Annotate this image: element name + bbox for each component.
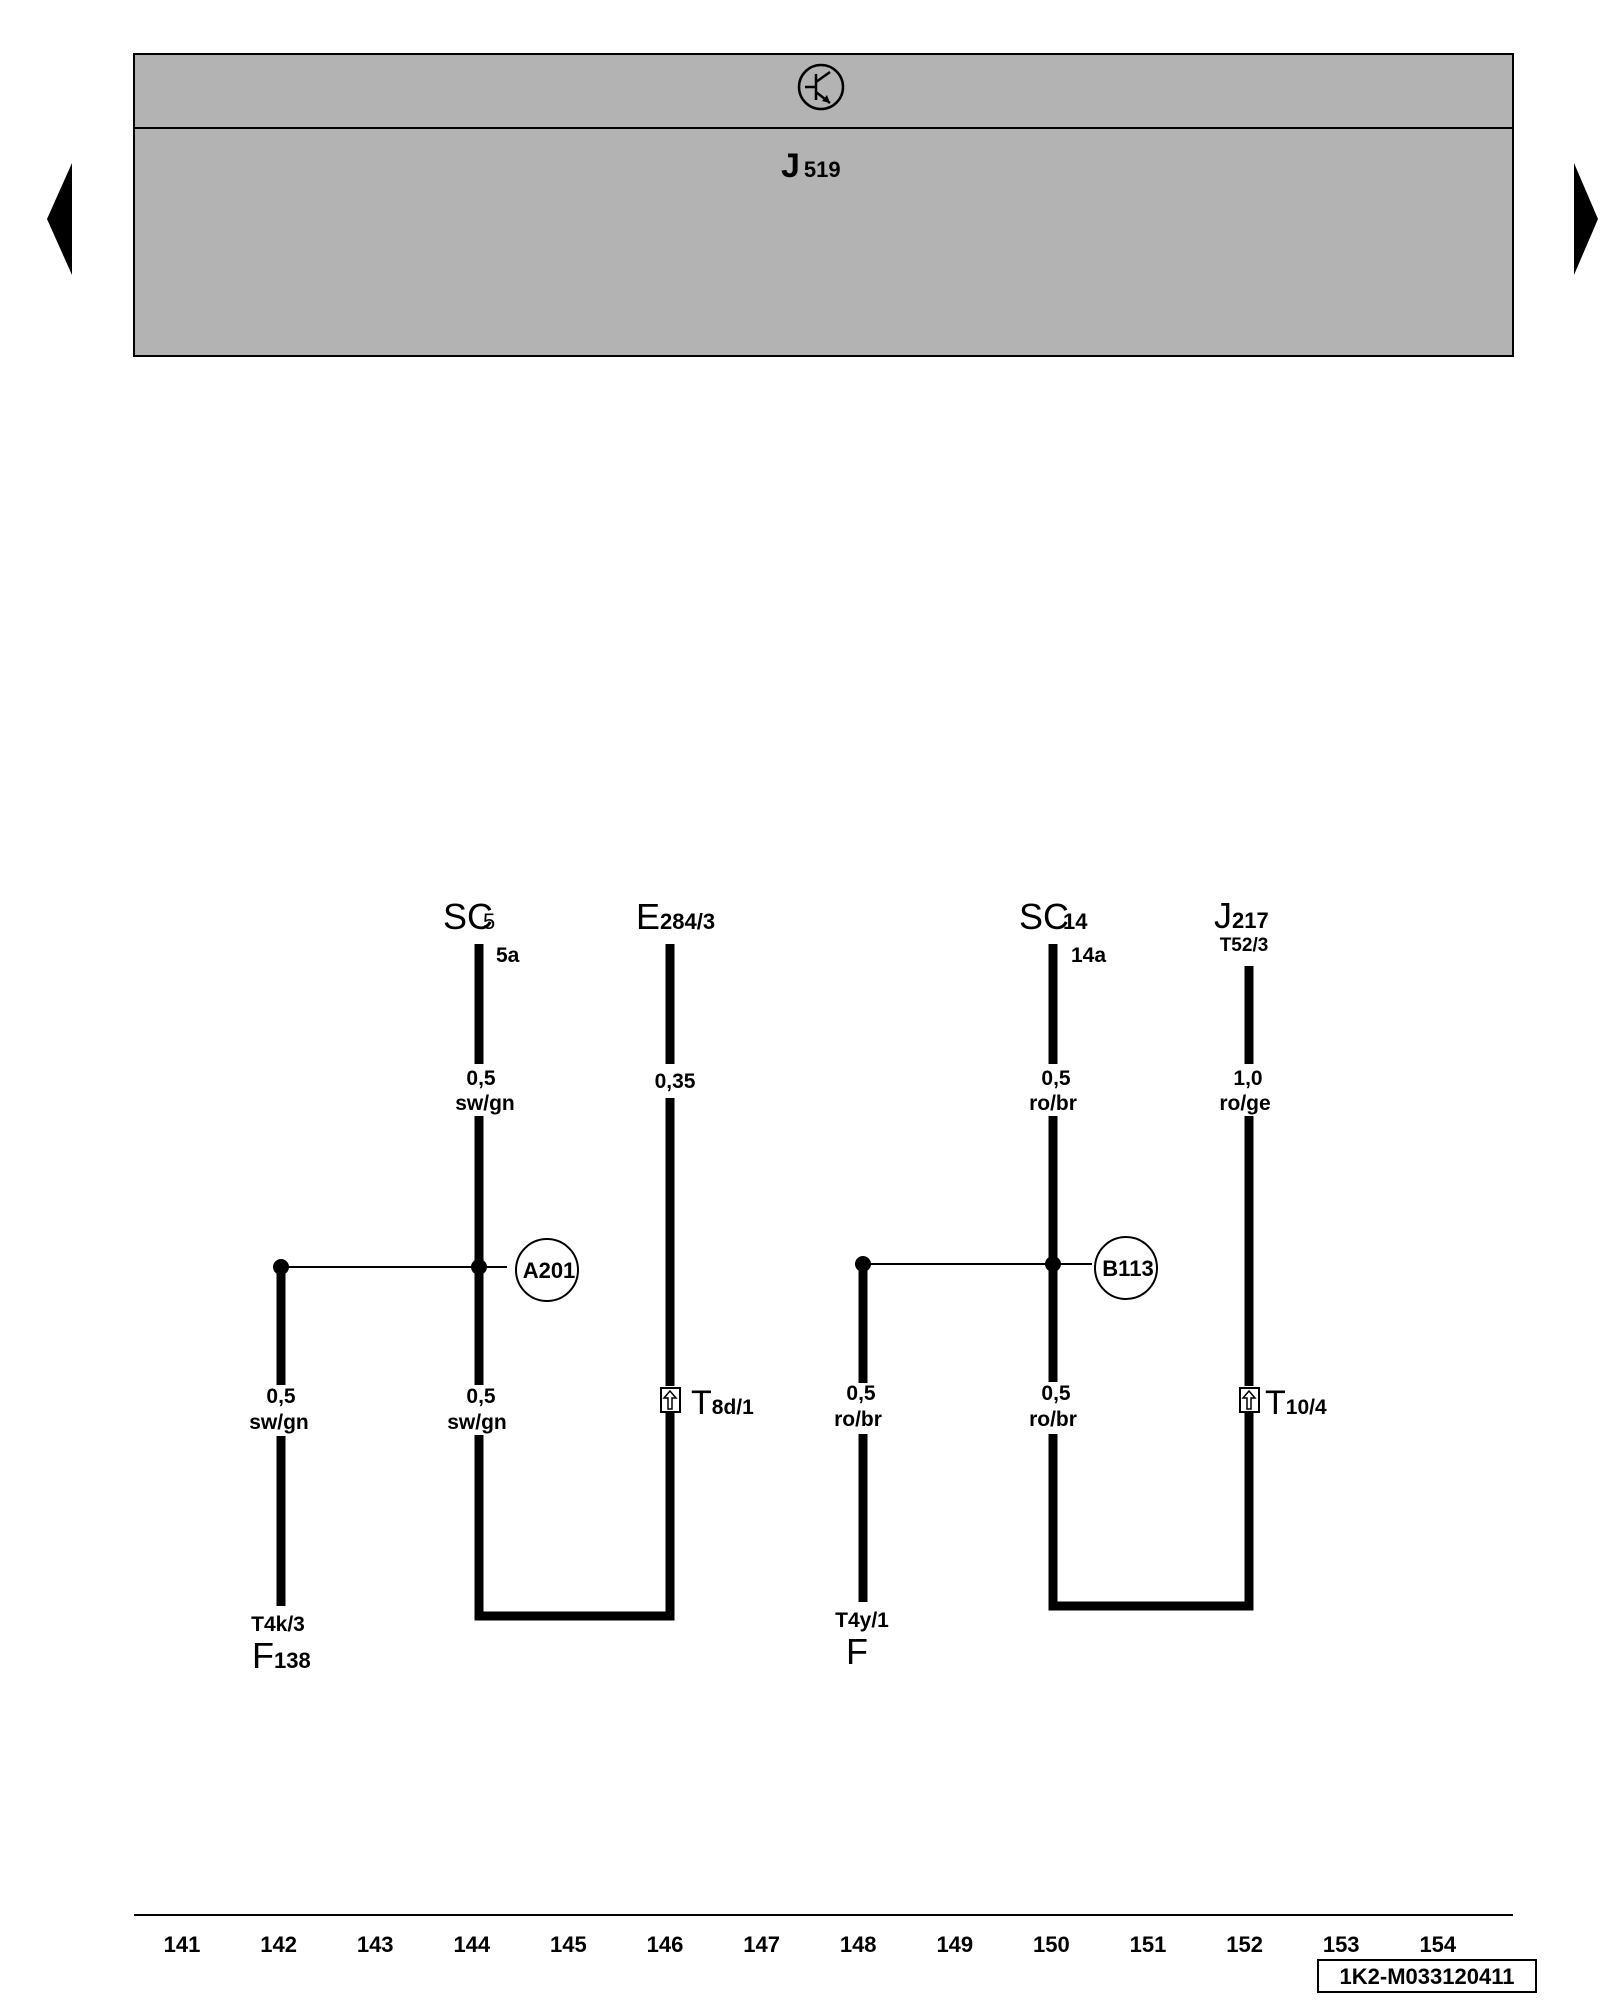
junction-b-dot-mid bbox=[1045, 1256, 1061, 1272]
circuit-b113: SC14 14a 0,5 ro/br 0,5 ro/br J217 T52/3 … bbox=[834, 895, 1327, 1672]
wire-sc14-color: ro/br bbox=[1029, 1092, 1077, 1115]
connector-t8d-main: T bbox=[691, 1384, 712, 1422]
doc-id: 1K2-M033120411 bbox=[1340, 1964, 1515, 1989]
triangle-right-icon[interactable] bbox=[1574, 163, 1598, 275]
footer-column-number: 150 bbox=[1033, 1932, 1070, 1957]
f138-pin: T4k/3 bbox=[251, 1613, 305, 1636]
footer-column-number: 141 bbox=[164, 1932, 201, 1957]
f138-label: F138 bbox=[252, 1635, 311, 1676]
connector-t8d-sub: 8d/1 bbox=[712, 1396, 754, 1419]
wire-sc5-size: 0,5 bbox=[466, 1067, 496, 1090]
wire-a-mid-color: sw/gn bbox=[447, 1411, 507, 1434]
wire-j217-size: 1,0 bbox=[1233, 1067, 1262, 1090]
module-label-sub: 519 bbox=[804, 157, 841, 182]
wire-e284-size: 0,35 bbox=[655, 1070, 696, 1093]
header-band bbox=[133, 53, 1514, 357]
transistor-circle-icon bbox=[797, 63, 845, 111]
wire-b-mid-size: 0,5 bbox=[1041, 1382, 1071, 1405]
e284-main: E bbox=[636, 896, 660, 937]
junction-b113-label: B113 bbox=[1102, 1256, 1153, 1281]
j217-sub: 217 bbox=[1232, 908, 1269, 933]
sc14-pin: 14a bbox=[1071, 944, 1106, 967]
junction-a201-label: A201 bbox=[523, 1258, 576, 1283]
footer-columns: 141 142 143 144 145 146 147 148 149 150 151 152 153 1… bbox=[164, 1932, 1457, 1957]
sc14-sub: 14 bbox=[1063, 909, 1088, 934]
triangle-left-icon[interactable] bbox=[47, 163, 72, 275]
wire-a-left-size: 0,5 bbox=[266, 1385, 296, 1408]
f138-sub: 138 bbox=[274, 1648, 311, 1673]
circuit-a201: SC5 5a 0,5 sw/gn 0,5 sw/gn E284/3 0,35 T… bbox=[249, 896, 754, 1676]
footer: 141 142 143 144 145 146 147 148 149 150 151 152 153 1… bbox=[134, 1914, 1537, 1993]
wire-sc5-color: sw/gn bbox=[455, 1092, 515, 1115]
connector-t8d-icon bbox=[660, 1387, 681, 1413]
sc5-label: SC5 bbox=[443, 896, 495, 937]
f138-main: F bbox=[252, 1635, 274, 1676]
footer-column-number: 153 bbox=[1323, 1932, 1360, 1957]
f-label: F bbox=[846, 1631, 868, 1672]
junction-a201-circle bbox=[515, 1238, 579, 1302]
module-label-main: J bbox=[781, 147, 800, 185]
footer-column-number: 148 bbox=[840, 1932, 877, 1957]
sc14-main: SC bbox=[1019, 896, 1069, 937]
footer-column-number: 149 bbox=[936, 1932, 973, 1957]
j217-label: J217 bbox=[1214, 895, 1269, 936]
connector-t10-main: T bbox=[1265, 1384, 1286, 1422]
wire-b-loop bbox=[1048, 1405, 1254, 1611]
wire-a-left-color: sw/gn bbox=[249, 1411, 309, 1434]
footer-column-number: 154 bbox=[1419, 1932, 1456, 1957]
connector-t8d-label: T8d/1 bbox=[691, 1384, 754, 1422]
wire-a-loop bbox=[474, 1405, 675, 1621]
footer-column-number: 145 bbox=[550, 1932, 587, 1957]
connector-t10-label: T10/4 bbox=[1265, 1384, 1327, 1422]
footer-column-number: 151 bbox=[1130, 1932, 1167, 1957]
wire-sc14-size: 0,5 bbox=[1041, 1067, 1071, 1090]
e284-label: E284/3 bbox=[636, 896, 715, 937]
sc5-pin: 5a bbox=[496, 944, 520, 967]
footer-column-number: 147 bbox=[743, 1932, 780, 1957]
footer-column-number: 146 bbox=[647, 1932, 684, 1957]
connector-t10-icon bbox=[1239, 1387, 1260, 1413]
sc5-sub: 5 bbox=[483, 909, 495, 934]
doc-id-box bbox=[1317, 1959, 1537, 1993]
j217-main: J bbox=[1214, 895, 1232, 936]
footer-column-number: 144 bbox=[453, 1932, 490, 1957]
footer-column-number: 152 bbox=[1226, 1932, 1263, 1957]
wire-b-left-color: ro/br bbox=[834, 1408, 882, 1431]
wire-b-mid-color: ro/br bbox=[1029, 1408, 1077, 1431]
sc5-main: SC bbox=[443, 896, 493, 937]
wire-j217-color: ro/ge bbox=[1219, 1092, 1270, 1115]
j217-pin: T52/3 bbox=[1220, 935, 1269, 956]
f-pin: T4y/1 bbox=[835, 1609, 889, 1632]
junction-b113-circle bbox=[1094, 1236, 1158, 1300]
footer-column-number: 143 bbox=[357, 1932, 394, 1957]
e284-sub: 284/3 bbox=[660, 909, 715, 934]
footer-column-number: 142 bbox=[260, 1932, 297, 1957]
wire-b-left-size: 0,5 bbox=[846, 1382, 876, 1405]
wire-a-mid-size: 0,5 bbox=[466, 1385, 496, 1408]
sc14-label: SC14 bbox=[1019, 896, 1088, 937]
junction-a-dot-mid bbox=[471, 1259, 487, 1275]
connector-t10-sub: 10/4 bbox=[1286, 1396, 1327, 1419]
